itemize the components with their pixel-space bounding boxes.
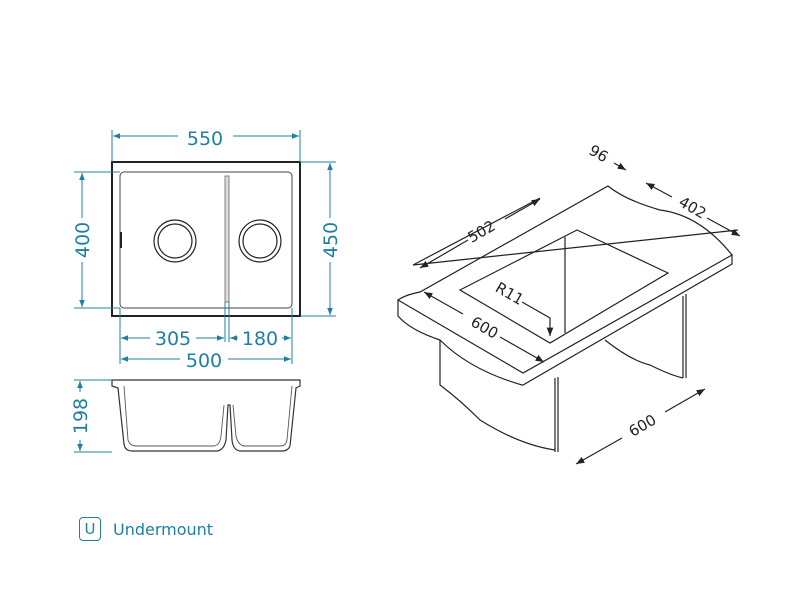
top-view: 550 450 400 305 180 500 — [72, 128, 342, 372]
dim-198: 198 — [70, 398, 92, 434]
dim-502: 502 — [465, 217, 499, 247]
side-view: 198 — [70, 379, 301, 453]
drain-right — [238, 219, 282, 263]
undermount-icon: U — [79, 517, 101, 541]
drain-left — [153, 219, 197, 263]
dim-450: 450 — [320, 222, 342, 258]
bowl-divider — [224, 175, 230, 303]
iso-view: 502 96 402 600 R11 600 — [397, 141, 741, 465]
dim-600-cabinet: 600 — [626, 411, 660, 441]
sink-outline — [111, 161, 301, 317]
dim-180: 180 — [242, 328, 278, 350]
mount-type-label: Undermount — [113, 520, 214, 539]
bowl-outline — [119, 171, 293, 309]
dim-400: 400 — [72, 222, 94, 258]
dim-r11: R11 — [492, 278, 527, 308]
dim-550: 550 — [187, 128, 223, 150]
dim-305: 305 — [155, 328, 191, 350]
dim-500: 500 — [186, 350, 222, 372]
dim-600-front: 600 — [468, 313, 502, 343]
dim-402: 402 — [676, 193, 710, 223]
dim-96: 96 — [586, 141, 612, 166]
